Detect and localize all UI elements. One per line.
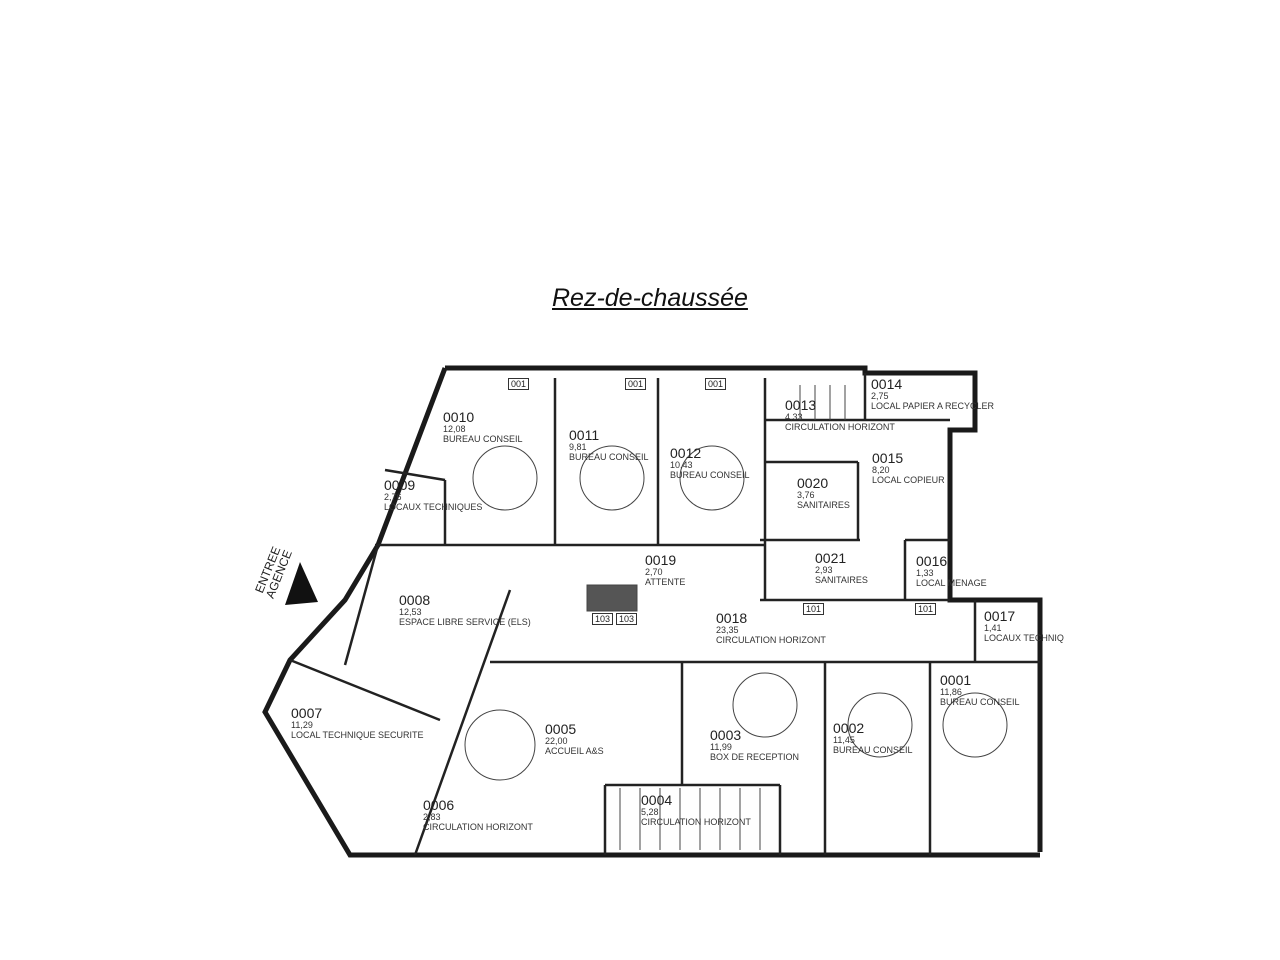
room-name: SANITAIRES [815,575,868,585]
door-tag: 001 [625,378,647,390]
room-area: 11,45 [833,735,855,745]
room-number: 0010 [443,409,475,425]
room-name: BUREAU CONSEIL [670,470,750,480]
room-number: 0016 [916,553,948,569]
room-number: 0002 [833,720,865,736]
room-area: 2,75 [871,391,889,401]
room-number: 0018 [716,610,748,626]
room-number: 0009 [384,477,416,493]
door-tag: 001 [705,378,727,390]
room-area: 12,53 [399,607,422,617]
room-name: LOCAL TECHNIQUE SECURITE [291,730,424,740]
stair-treads [619,385,846,850]
room-area: 11,29 [291,720,313,730]
door-tag: 101 [803,603,825,615]
room-number: 0021 [815,550,847,566]
room-number: 0001 [940,672,972,688]
room-area: 2,93 [815,565,833,575]
room-number: 0011 [569,427,600,443]
room-number: 0007 [291,705,323,721]
room-area: 12,08 [443,424,466,434]
room-number: 0003 [710,727,742,743]
room-area: 8,20 [872,465,890,475]
room-area: 23,35 [716,625,739,635]
room-area: 9,81 [569,442,587,452]
room-name: CIRCULATION HORIZONT [641,817,751,827]
floor-title: Rez-de-chaussée [552,284,748,312]
room-name: BUREAU CONSEIL [569,452,649,462]
room-area: 2,76 [384,492,402,502]
room-name: ESPACE LIBRE SERVICE (ELS) [399,617,531,627]
room-number: 0004 [641,792,673,808]
room-number: 0005 [545,721,577,737]
room-number: 0017 [984,608,1016,624]
door-tag: 103 [616,613,638,625]
room-name: ACCUEIL A&S [545,746,604,756]
room-area: 10,43 [670,460,693,470]
room-number: 0012 [670,445,702,461]
furniture-tables [464,445,1008,781]
room-area: 1,41 [984,623,1002,633]
room-number: 0008 [399,592,431,608]
door-tag: 101 [915,603,937,615]
room-name: LOCAL PAPIER A RECYCLER [871,401,995,411]
room-number: 0014 [871,376,903,392]
room-area: 22,00 [545,736,568,746]
room-name: ATTENTE [645,577,686,587]
room-name: CIRCULATION HORIZONT [423,822,533,832]
room-area: 5,28 [641,807,659,817]
room-area: 11,99 [710,742,732,752]
room-number: 0020 [797,475,829,491]
room-name: SANITAIRES [797,500,850,510]
room-number: 0015 [872,450,904,466]
door-tag: 103 [592,613,614,625]
room-name: LOCAL COPIEUR [872,475,945,485]
room-area: 3,76 [797,490,815,500]
room-area: 4,33 [785,412,803,422]
room-name: LOCAUX TECHNIQUES [384,502,483,512]
entrance-arrow-icon [285,562,318,605]
room-area: 2,70 [645,567,663,577]
room-name: CIRCULATION HORIZONT [785,422,895,432]
room-number: 0006 [423,797,455,813]
room-name: BUREAU CONSEIL [940,697,1020,707]
room-name: BUREAU CONSEIL [443,434,523,444]
room-number: 0019 [645,552,677,568]
room-area: 11,86 [940,687,962,697]
room-name: CIRCULATION HORIZONT [716,635,826,645]
room-name: LOCAL MENAGE [916,578,987,588]
room-name: BUREAU CONSEIL [833,745,913,755]
room-area: 2,83 [423,812,441,822]
room-name: LOCAUX TECHNIQ [984,633,1064,643]
door-tag: 001 [508,378,530,390]
room-number: 0013 [785,397,817,413]
room-name: BOX DE RECEPTION [710,752,800,762]
room-area: 1,33 [916,568,934,578]
